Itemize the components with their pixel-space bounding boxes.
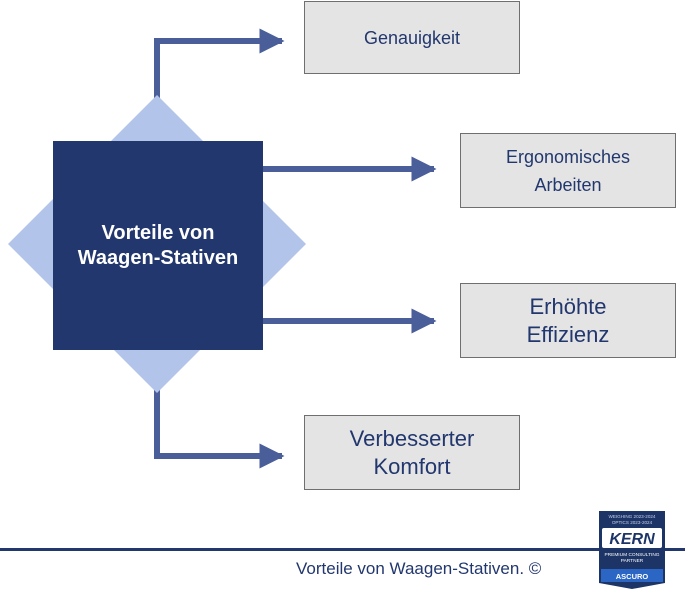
- center-node: Vorteile von Waagen-Stativen: [53, 141, 263, 350]
- benefit-label: Erhöhte Effizienz: [526, 293, 610, 347]
- badge-line-2: OPTICS 2023-2024: [612, 520, 653, 525]
- badge-brand: KERN: [609, 531, 655, 548]
- benefit-card-genauigkeit: Genauigkeit: [304, 1, 520, 74]
- benefit-card-ergonomisches-arbeiten: Ergonomisches Arbeiten: [460, 133, 676, 208]
- benefit-card-erhoehte-effizienz: Erhöhte Effizienz: [460, 283, 676, 358]
- kern-partner-badge: WEIGHING 2023-2024 OPTICS 2023-2024 KERN…: [599, 511, 665, 589]
- badge-partner-2: PARTNER: [621, 558, 644, 564]
- badge-line-1: WEIGHING 2023-2024: [609, 514, 656, 519]
- benefit-label: Ergonomisches Arbeiten: [505, 146, 631, 195]
- benefit-label: Genauigkeit: [363, 27, 461, 48]
- footer-caption: Vorteile von Waagen-Stativen. ©: [296, 559, 542, 578]
- benefit-label: Verbesserter Komfort: [349, 425, 475, 479]
- footer-divider: [0, 548, 685, 551]
- benefit-card-verbesserter-komfort: Verbesserter Komfort: [304, 415, 520, 490]
- badge-name: ASCURO: [616, 572, 649, 581]
- center-node-label: Vorteile von Waagen-Stativen: [77, 221, 239, 269]
- badge-partner-1: PREMIUM CONSULTING: [604, 552, 659, 558]
